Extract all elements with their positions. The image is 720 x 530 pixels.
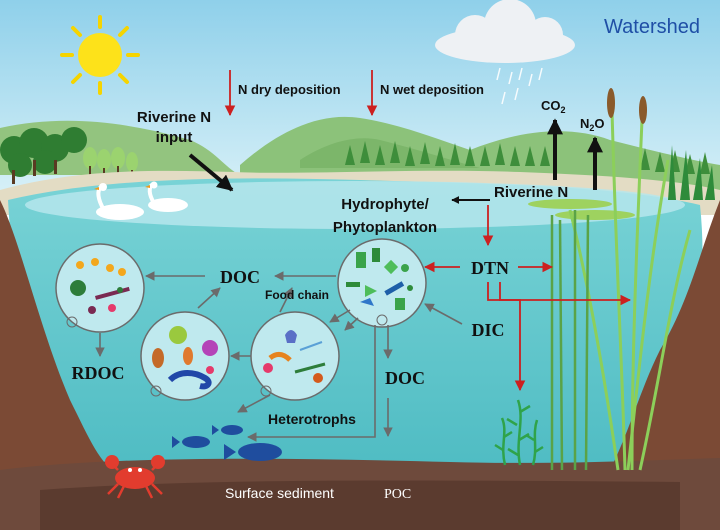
reed-icon: [550, 88, 715, 471]
doc-mid-label: DOC: [385, 368, 425, 388]
tree-icon: [345, 141, 710, 174]
red-arrows: [224, 70, 632, 392]
arrow-het-to-fish: [237, 394, 271, 413]
co2-label: CO2: [541, 98, 566, 115]
arrow-phyto-to-fish: [247, 325, 376, 442]
hydrophyte-label-line1: Hydrophyte/: [341, 196, 429, 213]
hill-mid: [300, 138, 480, 168]
doc-top-label: DOC: [220, 267, 260, 287]
watershed-label: Watershed: [604, 16, 700, 38]
n-wet-deposition-label: N wet deposition: [380, 82, 484, 97]
food-chain-label: Food chain: [265, 288, 329, 302]
microbe-circle-heterotrophs: [250, 311, 340, 401]
sediment-layer: [40, 480, 680, 530]
arrow-phyto-to-het-2: [344, 317, 359, 331]
grey-arrows: [95, 271, 463, 442]
hydrophyte-label-line2: Phytoplankton: [333, 219, 437, 236]
riverine-n-input-label-line2: input: [156, 129, 193, 146]
n2o-label: N2O: [580, 116, 605, 133]
heterotrophs-label: Heterotrophs: [268, 411, 356, 427]
bank-left: [0, 200, 120, 475]
arrow-dtn-to-bank: [499, 282, 632, 306]
fish-icon: [172, 425, 282, 461]
crab-icon: [105, 455, 165, 499]
water-surface: [25, 181, 685, 229]
seaweed-icon: [494, 399, 544, 466]
arrow-dic-to-phyto: [424, 303, 463, 325]
sun-icon: [60, 15, 140, 95]
riverine-n-label: Riverine N: [494, 184, 568, 201]
bank-right: [610, 200, 720, 470]
dic-label: DIC: [471, 320, 504, 340]
microbe-circle-large: [140, 311, 230, 401]
arrow-large-to-doc: [197, 287, 221, 309]
riverine-n-input-label-line1: Riverine N: [137, 109, 211, 126]
n-dry-deposition-label: N dry deposition: [238, 82, 341, 97]
cloud-icon: [435, 0, 575, 105]
microbe-circle-rdoc: [55, 243, 145, 333]
surface-sediment-label: Surface sediment: [225, 485, 334, 501]
arrow-het-to-doc: [279, 287, 293, 313]
arrow-riverine-input: [188, 153, 234, 192]
poc-label: POC: [384, 487, 411, 502]
dtn-label: DTN: [471, 258, 509, 278]
arrow-phyto-to-het: [329, 309, 351, 323]
microbe-circle-phytoplankton: [337, 238, 427, 328]
black-arrows: [188, 118, 603, 192]
rdoc-label: RDOC: [72, 363, 125, 383]
swan-icon: [94, 181, 188, 220]
tree-icon: [0, 127, 138, 184]
